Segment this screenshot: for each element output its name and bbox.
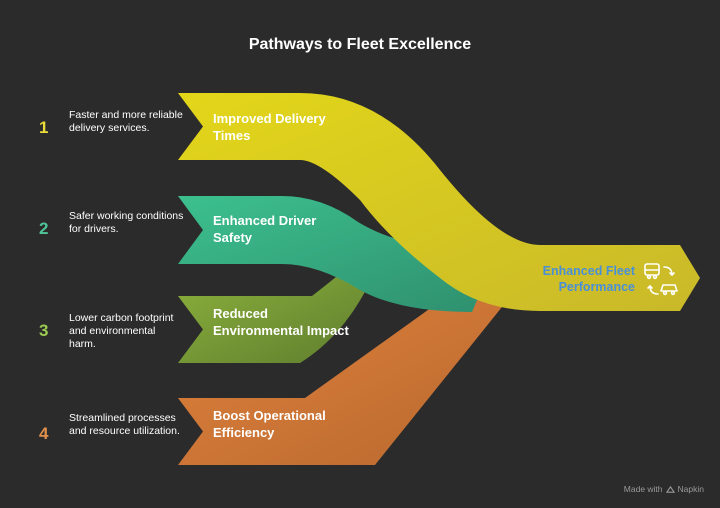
pathway-1-number: 1 — [39, 118, 49, 137]
pathway-3-band — [178, 272, 372, 363]
napkin-logo-icon — [665, 485, 675, 493]
pathway-1-label: Improved Delivery Times — [213, 111, 326, 143]
pathway-4-label: Boost Operational Efficiency — [213, 408, 326, 440]
pathway-2-number: 2 — [39, 219, 49, 238]
pathway-1-description: Faster and more reliable delivery servic… — [69, 109, 183, 134]
pathway-2-description: Safer working conditions for drivers. — [69, 210, 184, 235]
footer-text: Made with — [623, 484, 663, 494]
pathway-4-description: Streamlined processes and resource utili… — [69, 412, 180, 437]
pathway-3-number: 3 — [39, 321, 49, 340]
pathway-3-description: Lower carbon footprint and environmental… — [69, 312, 174, 350]
target-label: Enhanced Fleet Performance — [542, 264, 635, 294]
pathway-4-band — [178, 287, 518, 465]
pathway-2-band — [178, 196, 500, 312]
diagram-title: Pathways to Fleet Excellence — [248, 36, 472, 53]
footer: Made with Napkin — [624, 484, 704, 494]
footer-brand: Napkin — [677, 484, 704, 494]
pathway-4-number: 4 — [39, 424, 49, 443]
pathway-2-label: Enhanced Driver Safety — [213, 213, 317, 245]
pathway-1-band — [178, 93, 700, 311]
pathway-3-label: Reduced Environmental Impact — [213, 306, 349, 338]
vehicle-swap-icon — [644, 263, 678, 296]
